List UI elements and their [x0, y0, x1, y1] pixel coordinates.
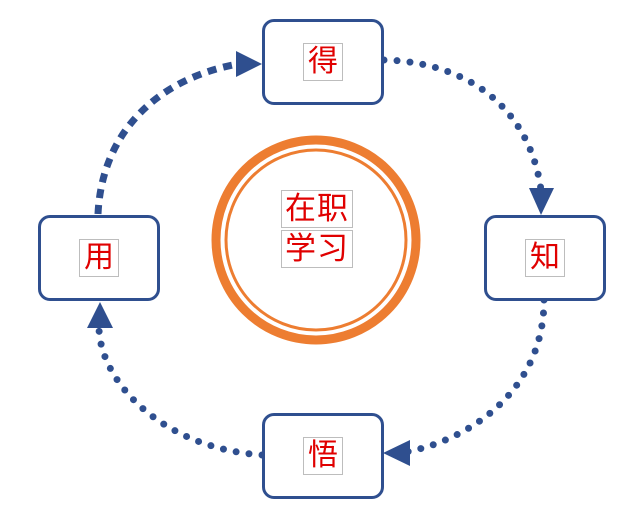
node-right-label: 知 — [525, 239, 565, 277]
node-top-label: 得 — [303, 43, 343, 81]
connector-left-to-top — [94, 60, 239, 215]
center-line-1: 在职 — [281, 190, 353, 228]
connector-bottom-to-left — [95, 324, 266, 459]
arrowhead-to-right — [529, 188, 554, 215]
center-ring-inner — [224, 148, 408, 332]
connector-right-to-bottom — [402, 296, 548, 456]
arrowhead-to-top — [236, 51, 262, 77]
center-ring-outer — [211, 135, 421, 345]
arrowhead-to-left — [87, 302, 113, 328]
node-left-label: 用 — [79, 239, 119, 277]
connector-top-to-right — [380, 56, 545, 194]
center-line-2: 学习 — [281, 230, 353, 268]
center-text: 在职 学习 — [277, 190, 357, 268]
node-bottom-label: 悟 — [303, 437, 343, 475]
arrowhead-to-bottom — [383, 440, 410, 466]
node-left: 用 — [38, 215, 160, 301]
node-top: 得 — [262, 19, 384, 105]
node-bottom: 悟 — [262, 413, 384, 499]
node-right: 知 — [484, 215, 606, 301]
